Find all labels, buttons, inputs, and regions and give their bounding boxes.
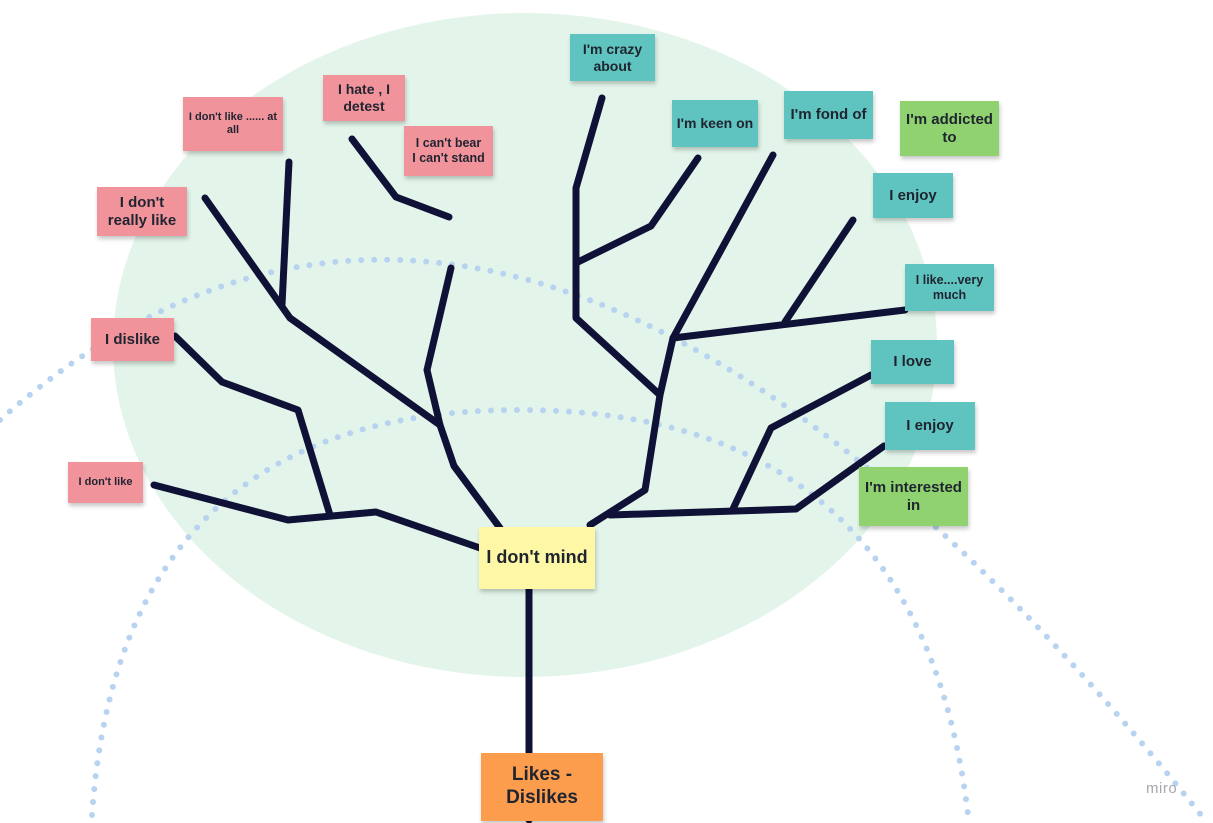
branch-right-main	[572, 94, 664, 529]
note-fond-of[interactable]: I'm fond of	[784, 91, 873, 139]
note-enjoy-bottom[interactable]: I enjoy	[885, 402, 975, 450]
note-cant-bear[interactable]: I can't bear I can't stand	[404, 126, 493, 176]
note-hate-detest[interactable]: I hate , I detest	[323, 75, 405, 121]
branch-hate-detest	[348, 135, 453, 221]
note-addicted-to[interactable]: I'm addicted to	[900, 101, 999, 156]
miro-watermark: miro	[1146, 780, 1178, 797]
branch-love	[729, 371, 875, 513]
dotted-arc-inner	[89, 406, 971, 818]
branch-dont-like-at-all	[278, 158, 293, 309]
branch-lower-right	[606, 442, 888, 519]
tree-branches	[150, 94, 909, 823]
note-interested-in[interactable]: I'm interested in	[859, 467, 968, 526]
note-root-likes-dislikes[interactable]: Likes - Dislikes	[481, 753, 603, 821]
branch-keen-on	[574, 154, 702, 266]
branch-hate-cant-bear	[423, 264, 455, 429]
note-dislike[interactable]: I dislike	[91, 318, 174, 361]
branch-like-very-much	[669, 306, 909, 342]
note-center-dont-mind[interactable]: I don't mind	[479, 527, 595, 589]
note-dont-really-like[interactable]: I don't really like	[97, 187, 187, 236]
note-dont-like[interactable]: I don't like	[68, 462, 143, 503]
note-keen-on[interactable]: I'm keen on	[672, 100, 758, 147]
dotted-arc-outer	[0, 256, 1208, 823]
note-dont-like-at-all[interactable]: I don't like ...... at all	[183, 97, 283, 151]
branch-enjoy-top	[781, 216, 857, 326]
note-cant-bear-line2: I can't stand	[412, 151, 485, 165]
note-like-very-much[interactable]: I like....very much	[905, 264, 994, 311]
note-love[interactable]: I love	[871, 340, 954, 384]
note-enjoy-top[interactable]: I enjoy	[873, 173, 953, 218]
note-cant-bear-line1: I can't bear	[415, 136, 482, 150]
branch-dislike	[171, 332, 334, 519]
note-crazy-about[interactable]: I'm crazy about	[570, 34, 655, 81]
